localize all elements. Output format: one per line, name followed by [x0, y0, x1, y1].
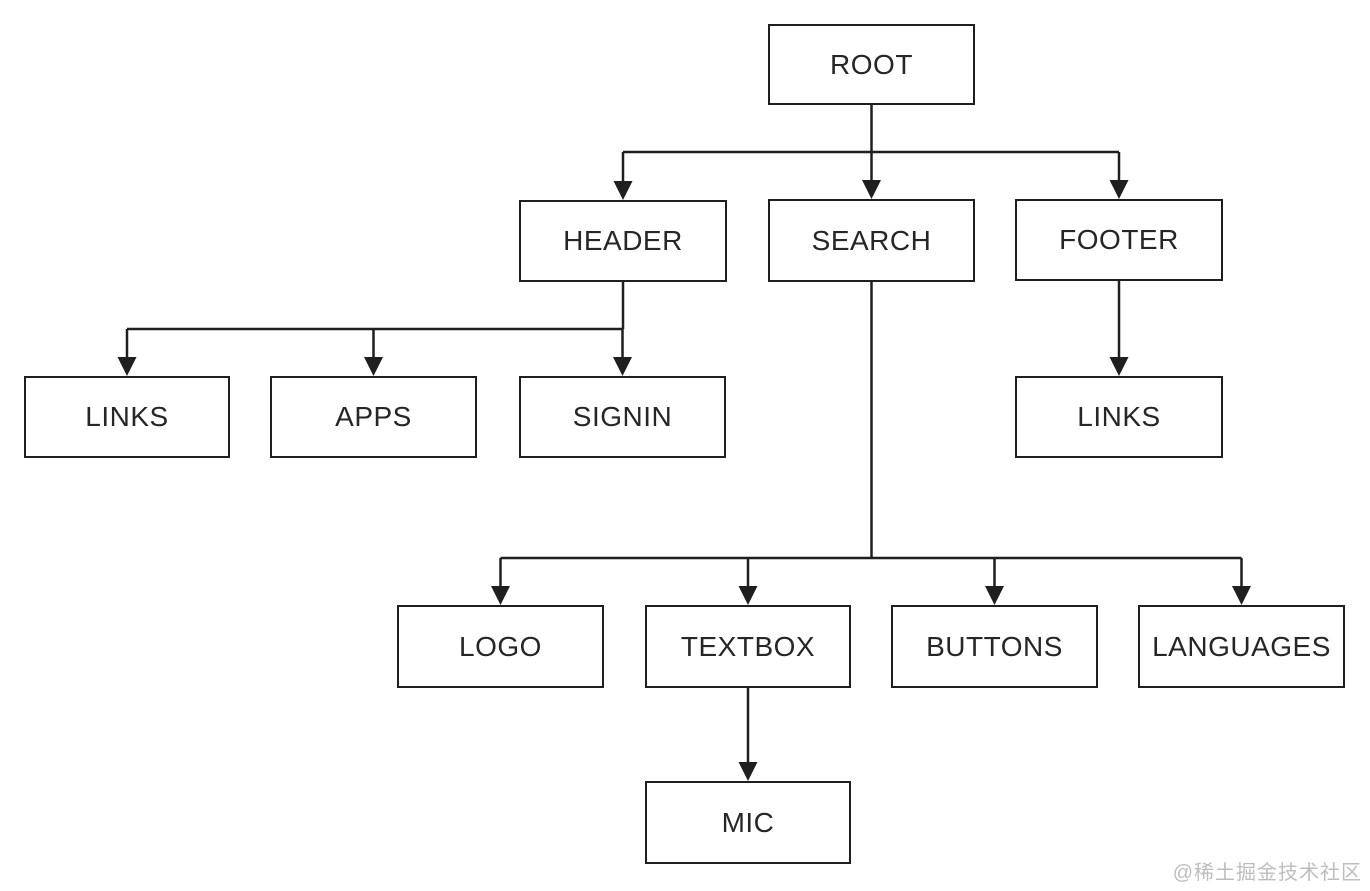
node-header: HEADER [519, 200, 727, 282]
node-search: SEARCH [768, 199, 975, 282]
node-signin: SIGNIN [519, 376, 726, 458]
node-languages: LANGUAGES [1138, 605, 1345, 688]
node-mic: MIC [645, 781, 851, 864]
watermark-text: @稀土掘金技术社区 [1172, 862, 1362, 884]
node-buttons: BUTTONS [891, 605, 1098, 688]
node-textbox: TEXTBOX [645, 605, 851, 688]
node-links-footer: LINKS [1015, 376, 1223, 458]
node-root: ROOT [768, 24, 975, 105]
node-apps: APPS [270, 376, 477, 458]
node-footer: FOOTER [1015, 199, 1223, 281]
node-links-header: LINKS [24, 376, 230, 458]
node-logo: LOGO [397, 605, 604, 688]
